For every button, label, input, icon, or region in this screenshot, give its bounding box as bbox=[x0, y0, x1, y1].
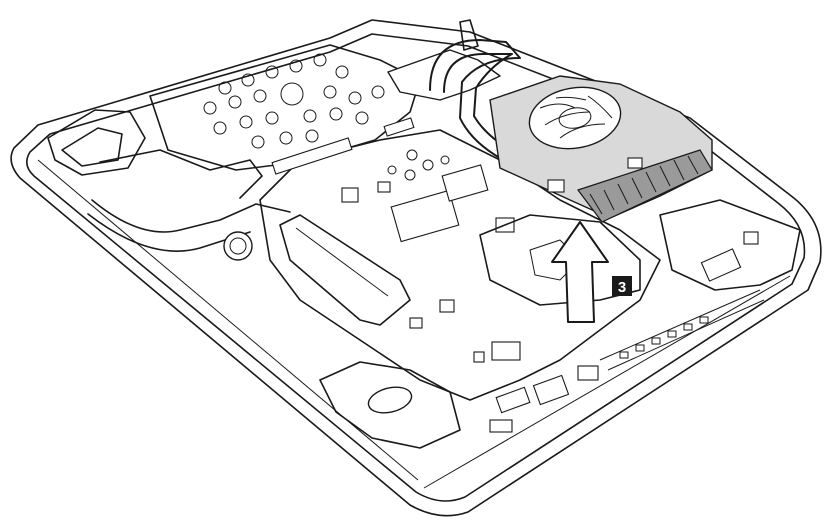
bottom-ports bbox=[489, 365, 599, 433]
heatsink-fan-assembly bbox=[387, 19, 713, 223]
step-label-box bbox=[612, 276, 632, 296]
keyboard-plate bbox=[149, 44, 421, 171]
step-label: 3 bbox=[618, 279, 626, 296]
right-ports-area bbox=[599, 199, 801, 371]
mainboard bbox=[223, 117, 661, 401]
left-speaker-area bbox=[47, 109, 291, 252]
chassis-base bbox=[10, 19, 822, 517]
bottom-speaker bbox=[319, 361, 461, 449]
up-arrow-icon bbox=[551, 221, 609, 323]
step-callout: 3 bbox=[612, 276, 632, 296]
